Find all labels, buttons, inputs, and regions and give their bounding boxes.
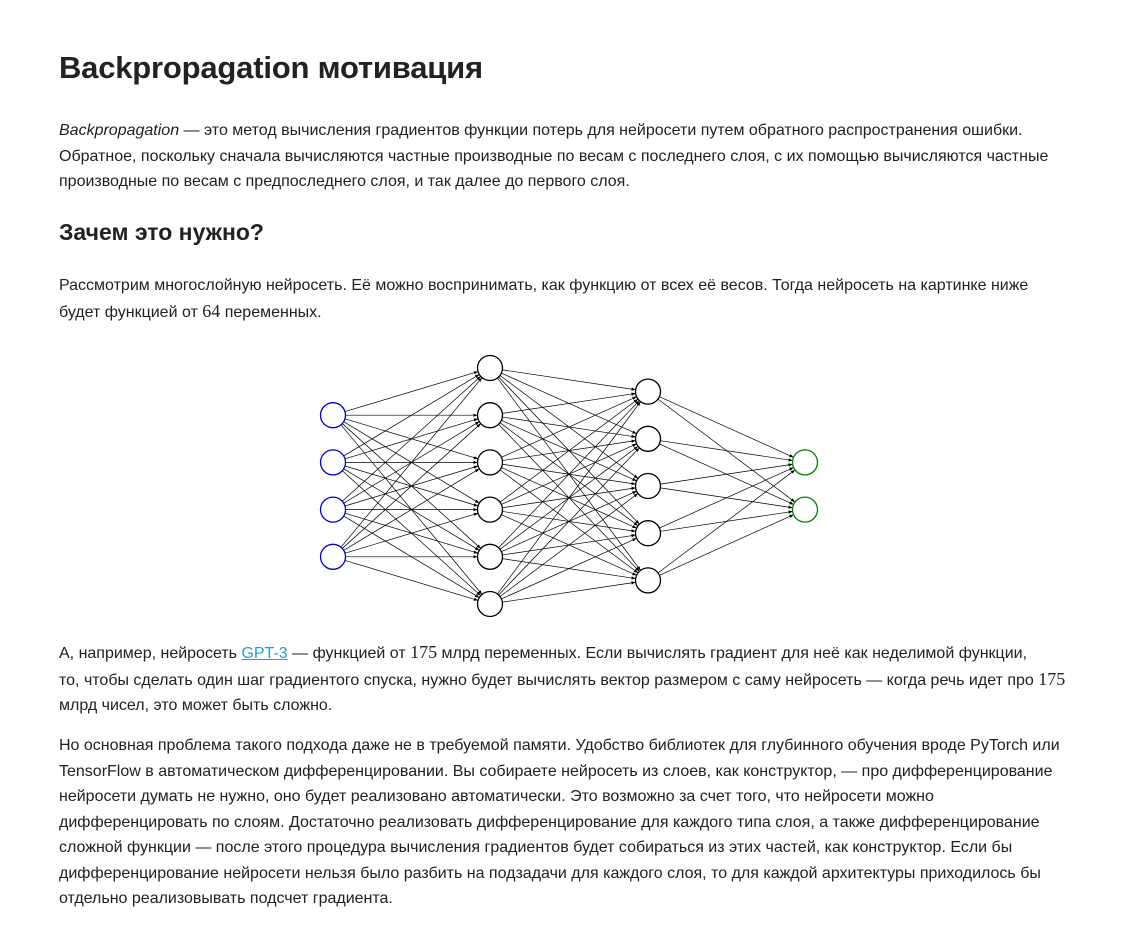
neural-network-diagram xyxy=(319,354,819,618)
hidden-node xyxy=(634,425,662,452)
network-edge xyxy=(659,396,794,458)
network-intro-line-1: Рассмотрим многослойную нейросеть. Её мо… xyxy=(59,277,1029,294)
hidden-node xyxy=(634,378,662,405)
hidden-node xyxy=(634,520,662,547)
hidden-node xyxy=(476,543,504,570)
network-edge xyxy=(502,392,636,414)
gpt3-line-1-post: млрд переменных. Если вычислять градиент… xyxy=(437,645,1028,662)
input-node xyxy=(319,402,347,429)
network-edge xyxy=(660,463,793,485)
output-node xyxy=(791,449,819,476)
intro-line-3: производные по весам с предпоследнего сл… xyxy=(59,173,630,190)
output-node xyxy=(791,496,819,523)
intro-line-2: Обратное, поскольку сначала вычисляются … xyxy=(59,147,1049,165)
gpt3-line-2: то, чтобы сделать один шаг градиентого с… xyxy=(59,667,1089,694)
hidden-node xyxy=(476,354,504,382)
section-title: Зачем это нужно? xyxy=(59,219,264,245)
autodiff-line: Но основная проблема такого подхода даже… xyxy=(59,737,1060,754)
autodiff-line: дифференцирование нейросети нельзя было … xyxy=(59,864,1041,882)
network-edge xyxy=(502,581,636,603)
network-edge xyxy=(659,514,794,576)
gpt3-line-1: А, например, нейросеть GPT-3 — функцией … xyxy=(59,640,1089,667)
variables-count: 64 xyxy=(202,300,221,321)
autodiff-line: нейросети думать не нужно, оно будет реа… xyxy=(59,788,934,805)
network-edge xyxy=(340,377,483,548)
hidden-node xyxy=(476,402,504,429)
autodiff-line: дифференцировать по слоям. Достаточно ре… xyxy=(59,813,1040,831)
autodiff-line: сложной функции — после этого процедура … xyxy=(59,839,1013,856)
autodiff-line: TensorFlow в автоматическом дифференциро… xyxy=(59,762,1053,780)
network-edge xyxy=(502,369,636,391)
gpt3-line-1-mid: — функцией от xyxy=(287,645,411,662)
autodiff-line: отдельно реализовывать подсчет градиента… xyxy=(59,890,393,907)
hidden-node xyxy=(476,496,504,523)
network-edge xyxy=(499,398,639,503)
network-intro-line-2-post: переменных. xyxy=(220,303,322,321)
input-node xyxy=(319,496,347,523)
network-edge xyxy=(497,401,641,595)
hidden-node xyxy=(634,472,662,500)
network-edge xyxy=(501,396,637,458)
gpt3-params-number: 175 xyxy=(410,642,438,662)
network-edge xyxy=(343,468,480,551)
network-edge xyxy=(342,423,481,549)
network-edge xyxy=(342,376,481,502)
hidden-node xyxy=(634,567,662,594)
network-edge xyxy=(344,560,479,601)
intro-paragraph: Backpropagation — это метод вычисления г… xyxy=(59,118,1089,195)
network-edge xyxy=(498,447,640,596)
network-edge xyxy=(344,512,479,554)
gpt3-paragraph: А, например, нейросеть GPT-3 — функцией … xyxy=(59,640,1089,719)
network-intro-line-2-pre: будет функцией от xyxy=(59,303,203,321)
page-title: Backpropagation мотивация xyxy=(59,50,483,85)
network-edge xyxy=(659,467,794,529)
autodiff-paragraph: Но основная проблема такого подхода даже… xyxy=(59,733,1089,912)
intro-line-1: Backpropagation — это метод вычисления г… xyxy=(59,118,1089,144)
hidden-node xyxy=(476,590,504,618)
network-intro-line-2: будет функцией от 64 переменных. xyxy=(59,299,1089,326)
input-node xyxy=(319,543,347,570)
input-node xyxy=(319,449,347,476)
network-edge xyxy=(660,440,793,462)
network-edge xyxy=(657,469,796,574)
network-edge xyxy=(498,400,640,549)
intro-term: Backpropagation xyxy=(59,122,180,139)
gpt3-params-number-2: 175 xyxy=(1038,668,1066,689)
gpt3-link[interactable]: GPT-3 xyxy=(241,645,288,662)
gpt3-line-1-pre: А, например, нейросеть xyxy=(59,645,242,662)
network-edge xyxy=(501,537,637,600)
network-edge xyxy=(343,374,480,457)
hidden-node xyxy=(476,449,504,476)
network-intro-paragraph: Рассмотрим многослойную нейросеть. Её мо… xyxy=(59,273,1089,325)
network-edge xyxy=(499,493,639,597)
gpt3-line-3: млрд чисел, это может быть сложно. xyxy=(59,697,333,714)
intro-line-1-text: — это метод вычисления градиентов функци… xyxy=(179,122,1023,139)
gpt3-line-2-pre: то, чтобы сделать один шаг градиентого с… xyxy=(59,671,1039,689)
network-edge xyxy=(344,371,479,412)
